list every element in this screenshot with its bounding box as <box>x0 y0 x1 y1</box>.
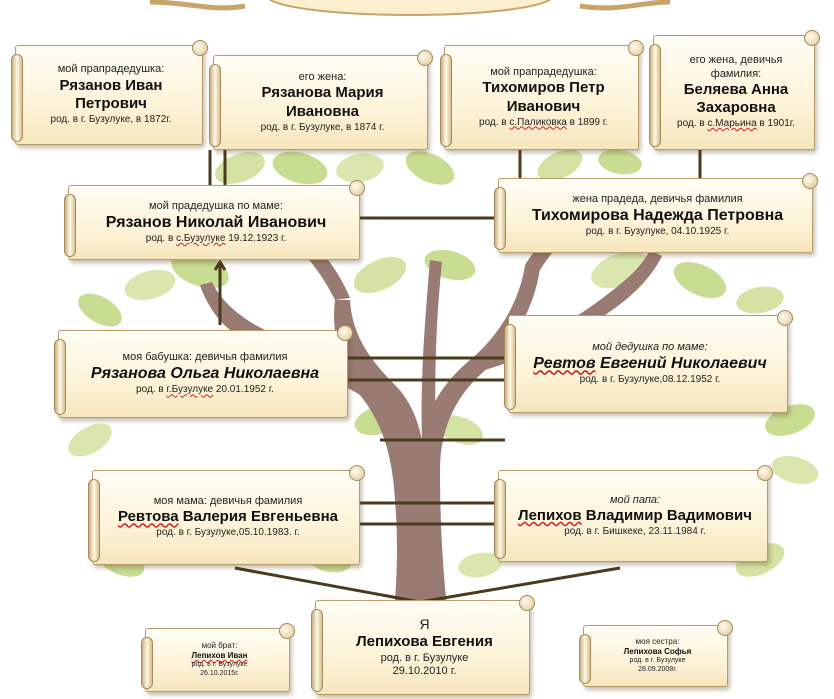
scroll-maria-ryazanova: его жена: Рязанова Мария Ивановна род. в… <box>209 50 433 150</box>
birth-suffix: 19.12.1923 г. <box>225 232 287 244</box>
birth-place: г.Бузулуке <box>166 384 214 396</box>
birth-info: род. в с.Бузулуке 19.12.1923 г. <box>146 233 286 246</box>
birth-info: род. в г. Бузулуке, в 1874 г. <box>260 121 385 133</box>
person-name: Рязанов Николай Иванович <box>105 213 327 231</box>
relation-caption: мой прапрадедушка: <box>490 65 597 78</box>
scroll-valeria-revtova: моя мама: девичья фамилия Ревтова Валери… <box>88 465 365 565</box>
birth-info: род. в г. Бузулуке,08.12.1952 г. <box>579 374 721 386</box>
person-name: Ревтов Евгений Николаевич <box>533 354 766 374</box>
birth-prefix: род. в <box>136 384 167 396</box>
relation-caption: мой дедушка по маме: <box>592 341 708 354</box>
birth-info: род. в с.Паликовка в 1899 г. <box>479 117 608 130</box>
banner-decoration <box>149 0 671 16</box>
relation-caption: мой прадедушка по маме: <box>149 199 283 212</box>
birth-info: род. в г. Бузулуке,05.10.1983. г. <box>156 527 300 539</box>
surname: Ревтов <box>533 355 596 373</box>
given-names: Владимир Вадимович <box>581 506 752 524</box>
birth-info: род. в г. Бишкеке, 23.11.1984 г. <box>564 525 706 537</box>
birth-date: 26.10.2015г. <box>200 669 239 677</box>
birth-prefix: род. в <box>145 232 177 244</box>
birth-info: род. в г.Бузулуке 20.01.1952 г. <box>136 384 274 397</box>
scroll-sofya-lepikhova: моя сестра: Лепихова Софья род. в г. Буз… <box>579 620 733 687</box>
birth-suffix: в 1901г. <box>756 118 795 130</box>
person-name: Ревтова Валерия Евгеньевна <box>118 508 338 527</box>
connectors <box>208 150 702 604</box>
relation-caption: жена прадеда, девичья фамилия <box>572 192 743 205</box>
birth-info: род. в г. Бузулуке, 04.10.1925 г. <box>585 225 730 237</box>
person-name: Рязанова Мария Ивановна <box>261 84 384 120</box>
relation-caption: мой папа: <box>609 493 661 506</box>
birth-place: с.Бузулуке <box>176 232 226 244</box>
person-name: Лепихов Владимир Вадимович <box>518 507 752 526</box>
birth-info: род. в г. Бузулуке, в 1872г. <box>50 114 172 126</box>
relation-caption: мой прапрадедушка: <box>57 63 165 76</box>
birth-suffix: 20.01.1952 г. <box>213 384 274 396</box>
person-name: Лепихова Софья <box>623 647 692 657</box>
person-name: Лепихова Евгения <box>356 632 493 650</box>
scroll-ivan-ryazanov: мой прапрадедушка: Рязанов Иван Петрович… <box>11 40 208 145</box>
relation-caption: моя сестра: <box>635 637 680 647</box>
relation-caption: мой брат: <box>201 641 238 651</box>
scroll-ivan-lepikhov: мой брат: Лепихов Иван род. в г. Бузулук… <box>141 623 295 692</box>
birth-date: 28.09.2008г. <box>638 665 677 673</box>
birth-place: с.Паликовка <box>509 116 567 128</box>
relation-caption: моя мама: девичья фамилия <box>153 495 303 508</box>
person-name: Лепихов Иван <box>191 651 248 661</box>
scroll-evgenia-lepikhova: Я Лепихова Евгения род. в г. Бузулуке 29… <box>311 595 535 695</box>
birth-prefix: род. в <box>677 118 708 130</box>
birth-info: род. в г. Бузулуке <box>380 651 469 664</box>
scroll-olga-ryazanova: моя бабушка: девичья фамилия Рязанова Ол… <box>54 325 353 418</box>
birth-place: с.Марьина <box>707 118 757 130</box>
relation-caption: Я <box>419 615 430 632</box>
scroll-nikolai-ryazanov: мой прадедушка по маме: Рязанов Николай … <box>64 180 365 260</box>
birth-info: род. в г. Бузулуке <box>191 661 248 669</box>
given-names: Валерия Евгеньевна <box>178 508 339 526</box>
person-name: Беляева Анна Захаровна <box>683 80 789 117</box>
scroll-petr-tikhomirov: мой прапрадедушка: Тихомиров Петр Иванов… <box>440 40 644 150</box>
relation-caption: его жена: <box>298 70 347 83</box>
given-names: Евгений Николаевич <box>595 355 767 373</box>
scroll-nadezhda-tikhomirova: жена прадеда, девичья фамилия Тихомирова… <box>494 173 818 253</box>
scroll-vladimir-lepikhov: мой папа: Лепихов Владимир Вадимович род… <box>494 465 773 562</box>
surname: Ревтова <box>117 508 179 526</box>
person-name: Тихомиров Петр Иванович <box>482 79 605 115</box>
birth-info: род. в с.Марьина в 1901г. <box>677 118 795 131</box>
relation-caption: моя бабушка: девичья фамилия <box>122 351 288 364</box>
scroll-evgeny-revtov: мой дедушка по маме: Ревтов Евгений Нико… <box>504 310 793 413</box>
banner-fragment <box>149 0 671 22</box>
surname: Лепихов <box>518 506 582 524</box>
birth-prefix: род. в <box>479 116 510 128</box>
birth-suffix: в 1899 г. <box>566 116 608 128</box>
person-name: Рязанов Иван Петрович <box>59 76 163 113</box>
birth-date: 29.10.2010 г. <box>392 665 457 678</box>
birth-info: род. в г. Бузулуке <box>629 657 686 665</box>
scroll-anna-belyaeva: его жена, девичья фамилия: Беляева Анна … <box>649 30 820 150</box>
person-name: Рязанова Ольга Николаевна <box>90 365 320 383</box>
relation-caption: его жена, девичья фамилия: <box>689 54 783 80</box>
person-name: Тихомирова Надежда Петровна <box>531 206 784 224</box>
